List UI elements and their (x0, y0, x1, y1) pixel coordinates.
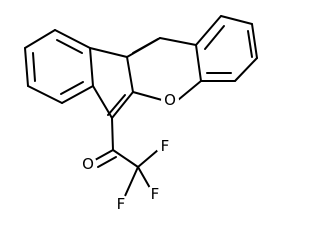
atom-label-fluorine-2: F (146, 185, 164, 203)
five-membered-ring (89, 47, 134, 119)
svg-text:F: F (117, 195, 126, 213)
atom-label-carbonyl-oxygen: O (79, 155, 97, 173)
svg-text:O: O (82, 155, 94, 173)
svg-text:F: F (161, 137, 170, 155)
svg-text:F: F (151, 185, 160, 203)
trifluoroacetyl-group (94, 117, 159, 197)
right-benzene-ring (195, 15, 258, 82)
svg-text:O: O (164, 91, 176, 109)
left-benzene-ring (24, 29, 94, 104)
chemical-structure-diagram: O O F F F (24, 15, 258, 213)
pyran-ring (126, 37, 202, 101)
atom-label-fluorine-1: F (156, 137, 174, 155)
atom-label-fluorine-3: F (112, 195, 130, 213)
atom-label-ring-oxygen: O (161, 91, 179, 109)
